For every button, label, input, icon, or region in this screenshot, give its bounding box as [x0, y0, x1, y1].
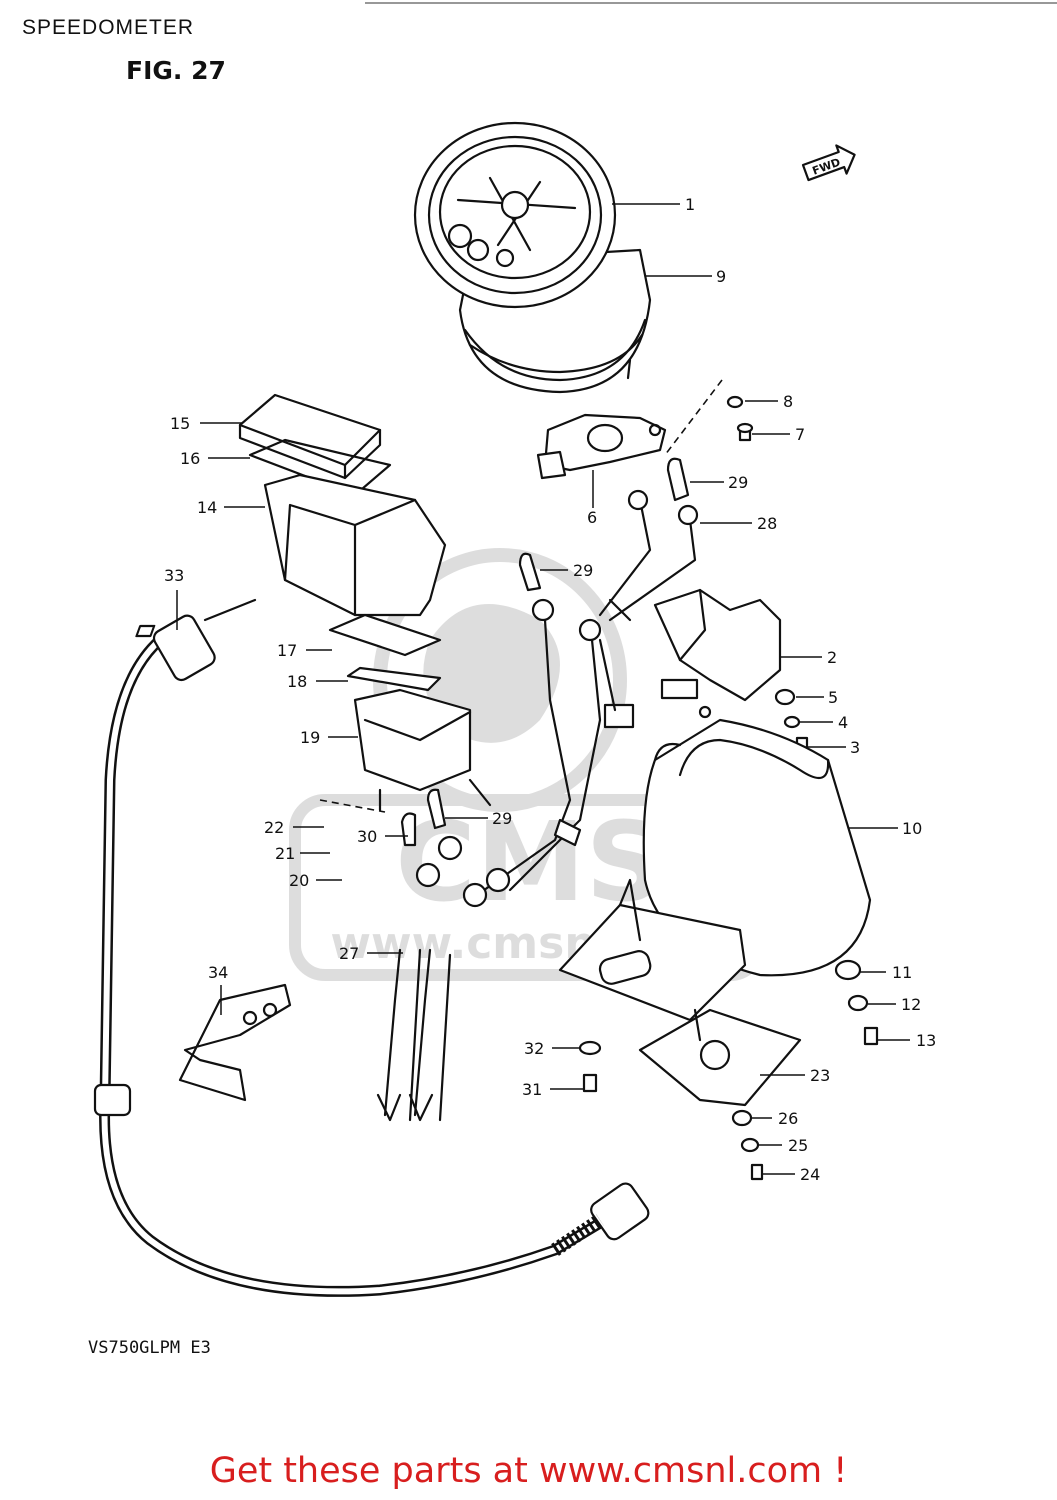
nut-washer-parts	[664, 379, 754, 456]
mounting-bracket-part	[558, 878, 747, 1022]
nut-bolt-parts	[578, 1040, 602, 1093]
fwd-arrow-icon: FWD	[801, 144, 856, 182]
callout-13: 13	[916, 1031, 936, 1050]
callout-30: 30	[357, 827, 377, 846]
callout-18: 18	[287, 672, 307, 691]
callout-numbers: 1 9 8 7 15 16 29 6 14 28 33 29 17 2 18 5…	[164, 195, 936, 1184]
sensor-unit-part	[608, 588, 782, 719]
callout-1: 1	[685, 195, 695, 214]
callout-4: 4	[838, 713, 848, 732]
callout-7: 7	[795, 425, 805, 444]
indicator-socket-part	[135, 613, 492, 813]
page-title: SPEEDOMETER	[22, 16, 195, 39]
wiring-harness-part	[376, 489, 699, 1122]
callout-20: 20	[289, 871, 309, 890]
meter-housing-part	[642, 718, 872, 977]
callout-6: 6	[587, 508, 597, 527]
speedometer-part	[413, 121, 652, 394]
callout-25: 25	[788, 1136, 808, 1155]
screw-washer-parts	[731, 1109, 764, 1181]
callout-32: 32	[524, 1039, 544, 1058]
rubber-mount-parts	[834, 959, 879, 1046]
callout-9: 9	[716, 267, 726, 286]
callout-12: 12	[901, 995, 921, 1014]
callout-28: 28	[757, 514, 777, 533]
figure-number: FIG. 27	[126, 56, 226, 85]
speedometer-cable-part	[93, 598, 650, 1297]
callout-2: 2	[827, 648, 837, 667]
callout-23: 23	[810, 1066, 830, 1085]
callout-27: 27	[339, 944, 359, 963]
callout-22: 22	[264, 818, 284, 837]
callout-5: 5	[828, 688, 838, 707]
callout-33: 33	[164, 566, 184, 585]
callout-15: 15	[170, 414, 190, 433]
callout-26: 26	[778, 1109, 798, 1128]
model-code: VS750GLPM E3	[88, 1338, 211, 1358]
grommet-bolt-parts	[774, 688, 809, 754]
leader-lines	[176, 203, 910, 1175]
get-parts-link[interactable]: Get these parts at www.cmsnl.com !	[209, 1451, 848, 1491]
callout-3: 3	[850, 738, 860, 757]
callout-17: 17	[277, 641, 297, 660]
callout-21: 21	[275, 844, 295, 863]
lower-cover-part	[638, 1008, 802, 1107]
callout-29-a: 29	[728, 473, 748, 492]
bulb-parts	[400, 457, 690, 847]
callout-14: 14	[197, 498, 217, 517]
callout-10: 10	[902, 819, 922, 838]
callout-11: 11	[892, 963, 912, 982]
callout-31: 31	[522, 1080, 542, 1099]
callout-34: 34	[208, 963, 228, 982]
callout-24: 24	[800, 1165, 820, 1184]
callout-16: 16	[180, 449, 200, 468]
cable-clamp-part	[178, 983, 292, 1102]
callout-29-b: 29	[573, 561, 593, 580]
callout-29-c: 29	[492, 809, 512, 828]
cable-bracket-part	[536, 413, 667, 480]
callout-8: 8	[783, 392, 793, 411]
indicator-cover-part	[238, 393, 447, 617]
callout-19: 19	[300, 728, 320, 747]
